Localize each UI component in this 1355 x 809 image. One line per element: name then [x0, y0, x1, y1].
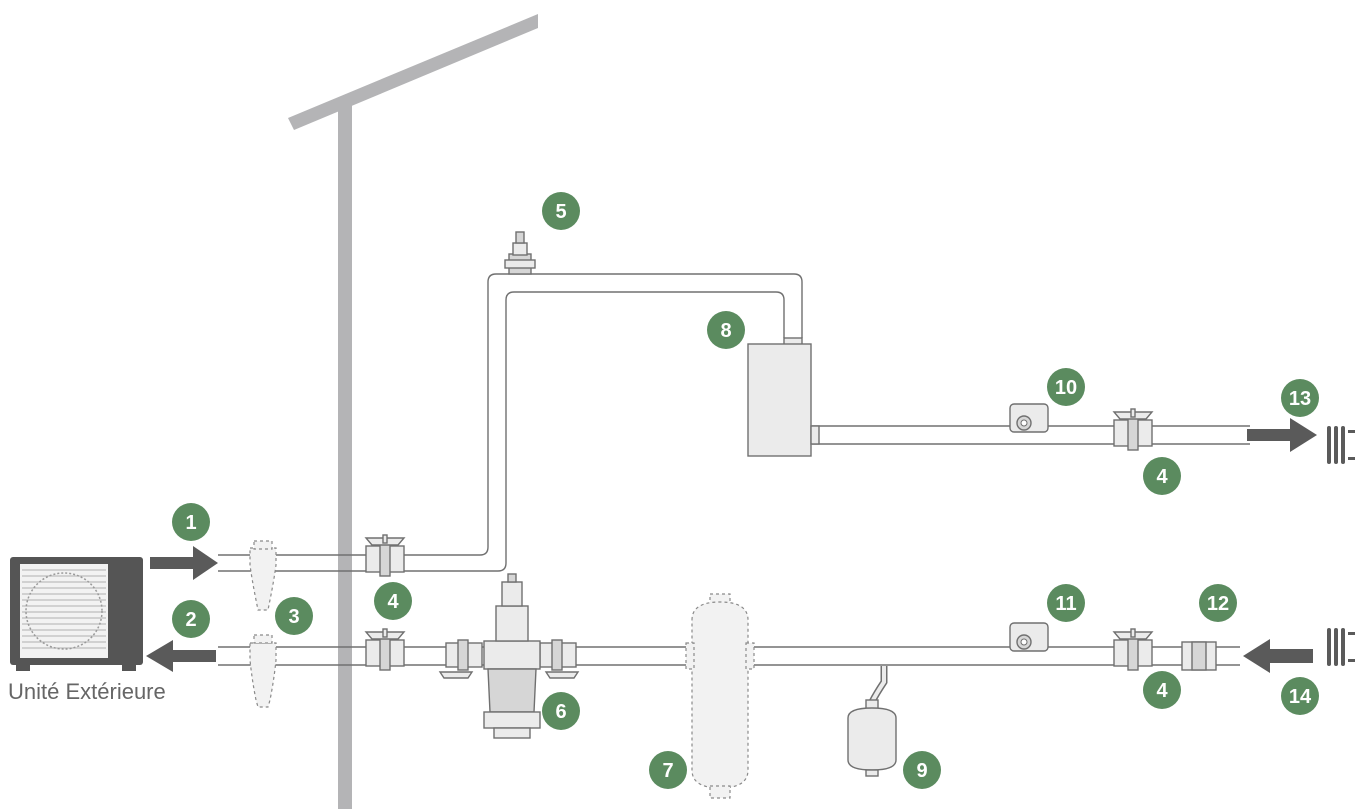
number-badge: 13 — [1281, 379, 1319, 417]
arrow-icon — [1247, 418, 1317, 452]
number-badge: 2 — [172, 600, 210, 638]
badge-number: 8 — [720, 320, 731, 342]
number-badge: 12 — [1199, 584, 1237, 622]
number-badge: 14 — [1281, 677, 1319, 715]
number-badge: 8 — [707, 311, 745, 349]
arrow-icon — [146, 640, 216, 672]
number-badge: 5 — [542, 192, 580, 230]
roof-slope — [288, 14, 538, 130]
badge-circle — [707, 311, 745, 349]
outdoor-unit — [10, 557, 143, 671]
badge-number: 4 — [387, 591, 399, 613]
number-badge: 9 — [903, 751, 941, 789]
badge-number: 7 — [662, 760, 673, 782]
optional-filter-upper — [249, 540, 277, 611]
number-badge: 10 — [1047, 368, 1085, 406]
supply-pipe-to-boiler — [218, 273, 803, 572]
badge-circle — [542, 692, 580, 730]
badge-number: 10 — [1055, 377, 1077, 399]
boiler — [747, 337, 820, 457]
badge-circle — [1281, 677, 1319, 715]
badge-circle — [172, 600, 210, 638]
badge-number: 13 — [1289, 388, 1311, 410]
badge-circle — [903, 751, 941, 789]
badge-circle — [1047, 368, 1085, 406]
outdoor-unit-label: Unité Extérieure — [8, 679, 166, 704]
number-badge: 6 — [542, 692, 580, 730]
badge-number: 12 — [1207, 593, 1229, 615]
badge-number: 4 — [1156, 680, 1168, 702]
ball-valve-icon — [364, 628, 406, 671]
number-badge: 4 — [1143, 671, 1181, 709]
badge-circle — [542, 192, 580, 230]
badge-number: 9 — [916, 760, 927, 782]
expansion-vessel — [847, 666, 897, 777]
number-badge: 4 — [374, 582, 412, 620]
badge-number: 6 — [555, 701, 566, 723]
badge-circle — [1199, 584, 1237, 622]
badge-number: 5 — [555, 201, 566, 223]
union-fitting — [1181, 641, 1217, 671]
badge-circle — [649, 751, 687, 789]
badge-number: 14 — [1289, 686, 1312, 708]
badge-number: 2 — [185, 609, 196, 631]
badge-circle — [1281, 379, 1319, 417]
magnetic-sludge-filter — [438, 573, 580, 739]
automatic-air-vent — [504, 231, 536, 275]
badge-number: 1 — [185, 512, 196, 534]
radiator-icon — [1327, 628, 1355, 666]
badge-circle — [1143, 457, 1181, 495]
house-roof-structure — [288, 14, 538, 809]
number-badge: 1 — [172, 503, 210, 541]
buffer-tank — [685, 593, 755, 799]
badge-number: 4 — [1156, 466, 1168, 488]
circulator-lower — [1009, 622, 1049, 652]
badge-circle — [1047, 584, 1085, 622]
ball-valve-icon — [1112, 628, 1154, 671]
number-badge: 11 — [1047, 584, 1085, 622]
ball-valve-icon — [364, 534, 406, 577]
circulator-upper — [1009, 403, 1049, 433]
number-badge: 3 — [275, 597, 313, 635]
ball-valve-icon — [1112, 408, 1154, 451]
number-badge: 4 — [1143, 457, 1181, 495]
badge-circle — [374, 582, 412, 620]
badge-number: 11 — [1055, 593, 1076, 615]
badge-circle — [172, 503, 210, 541]
arrow-icon — [150, 546, 218, 580]
badge-circle — [1143, 671, 1181, 709]
badge-circle — [275, 597, 313, 635]
badge-number: 3 — [288, 606, 299, 628]
optional-filter-lower — [249, 634, 277, 708]
house-wall — [338, 100, 352, 809]
number-badge: 7 — [649, 751, 687, 789]
arrow-icon — [1243, 639, 1313, 673]
radiator-icon — [1327, 426, 1355, 464]
